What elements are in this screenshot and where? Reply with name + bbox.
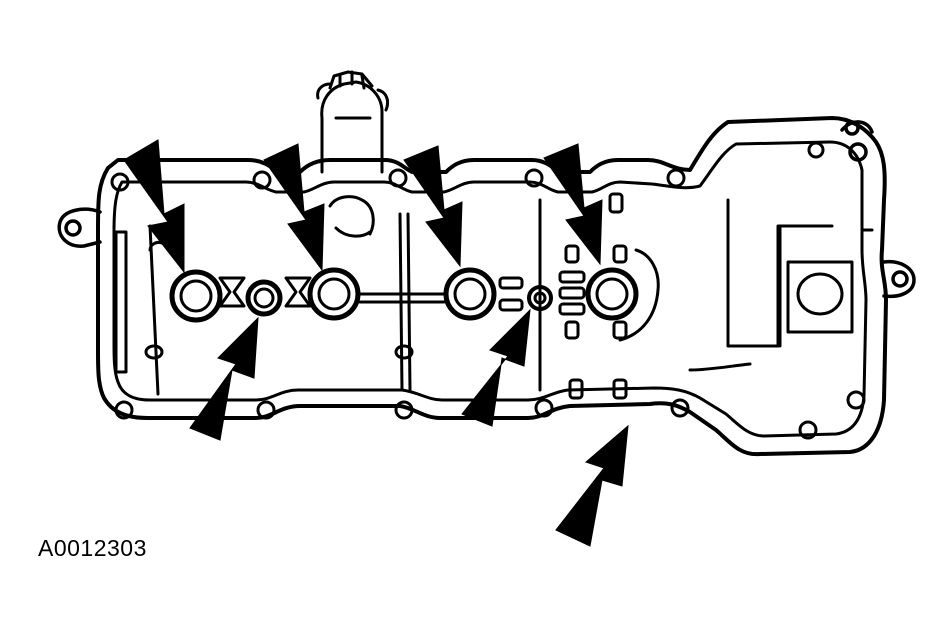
bolt-ears	[57, 120, 916, 299]
spark-plug-tube-seals	[169, 267, 639, 323]
cover-outline	[96, 116, 888, 457]
spacers[interactable]	[218, 276, 312, 308]
small-seal-1[interactable]	[245, 279, 283, 317]
seal-3[interactable]	[443, 267, 497, 321]
arrow-seal-4	[543, 143, 603, 266]
figure-code: A0012303	[38, 535, 147, 561]
seal-4[interactable]	[585, 267, 639, 321]
arrow-seal-2	[263, 143, 325, 272]
arrow-small-seal-2	[461, 308, 531, 427]
arrow-small-seal-1	[189, 316, 259, 441]
arrow-seal-3	[403, 145, 463, 268]
gasket-inner-line	[112, 140, 868, 438]
seal-1[interactable]	[169, 269, 223, 323]
seal-2[interactable]	[307, 267, 361, 321]
bolt-holes	[110, 141, 866, 440]
arrow-seal-1	[123, 139, 185, 274]
small-seal-2[interactable]	[527, 285, 553, 311]
ribs	[114, 195, 874, 396]
oil-filler-neck	[316, 70, 390, 174]
arrow-gasket	[555, 424, 629, 547]
standoffs	[498, 192, 628, 400]
